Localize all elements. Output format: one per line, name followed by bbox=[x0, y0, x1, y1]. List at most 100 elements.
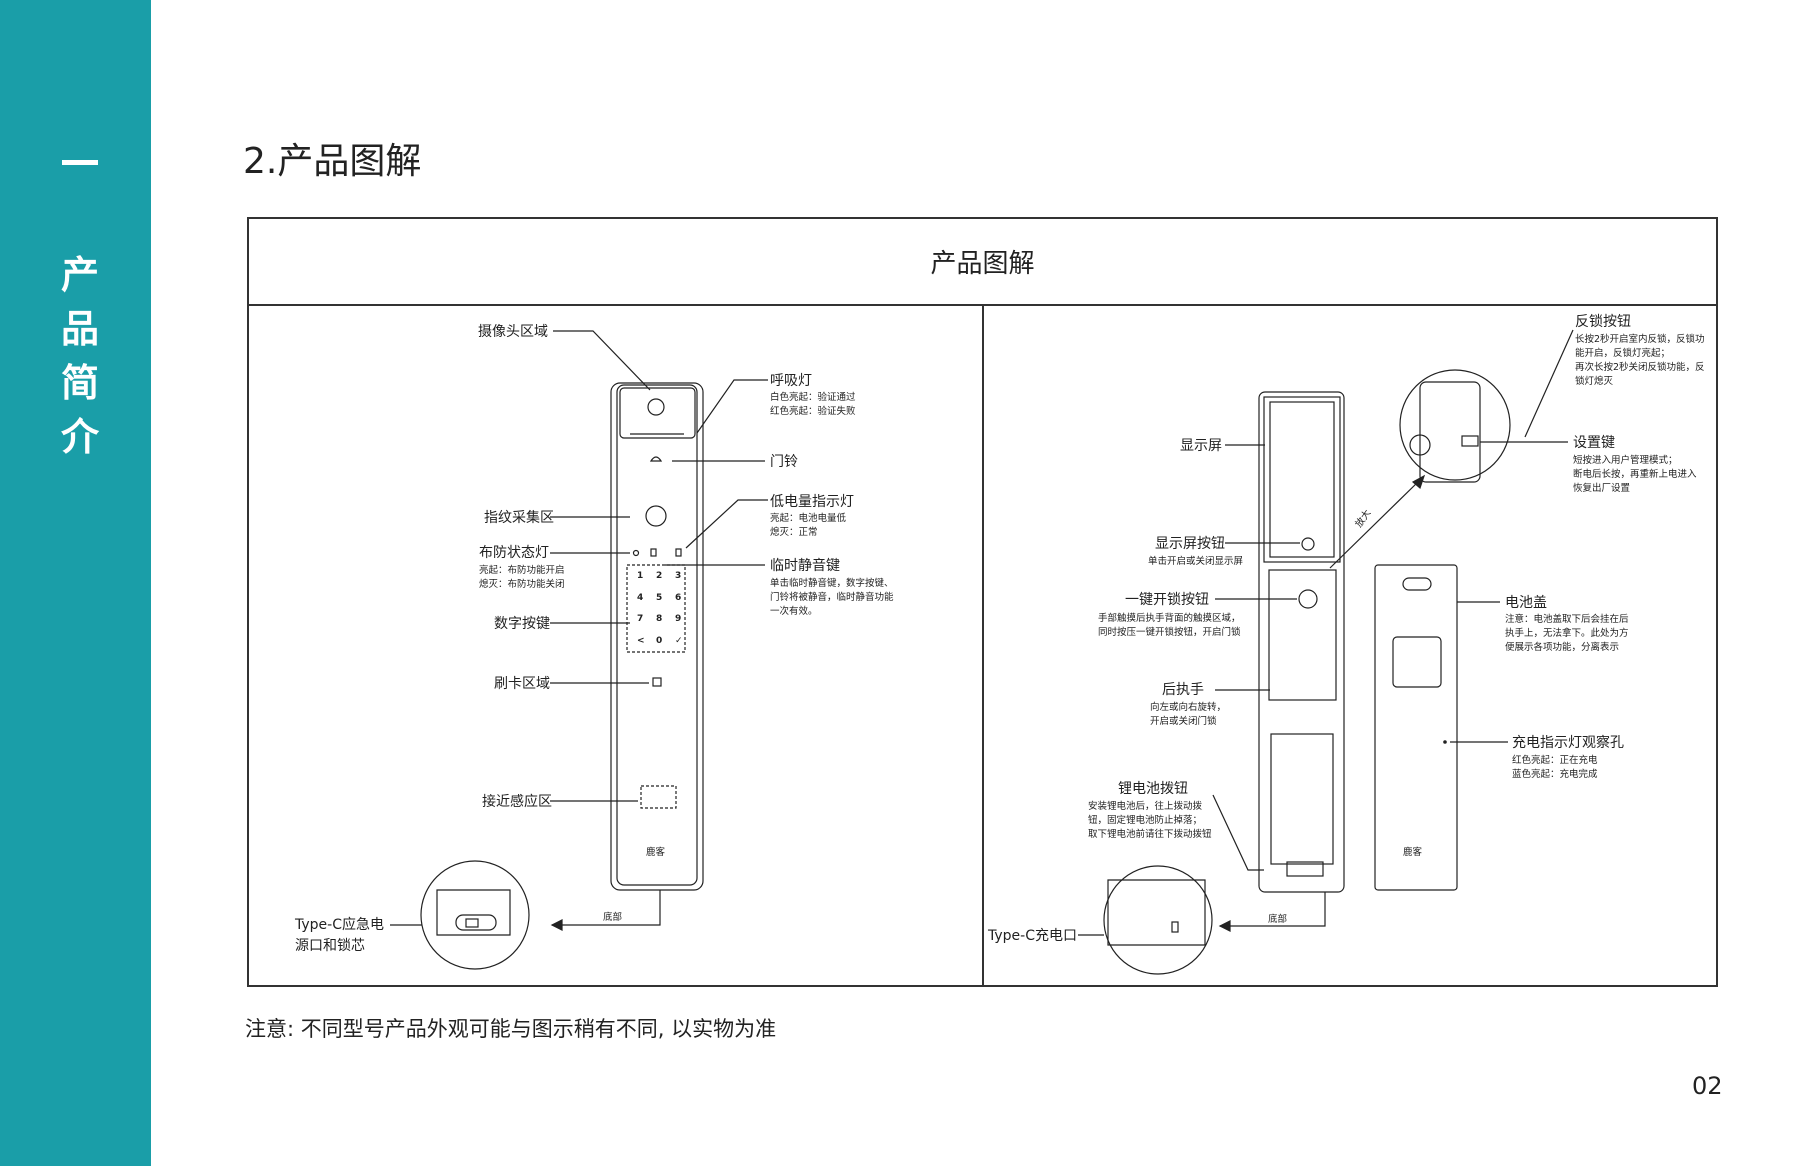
card-icon bbox=[652, 677, 662, 687]
label-anti-lock-desc: 锁灯熄灭 bbox=[1575, 375, 1614, 387]
label-settings: 设置键 bbox=[1573, 435, 1615, 451]
one-key-unlock-button bbox=[1298, 589, 1318, 609]
label-bottom-back: 底部 bbox=[1268, 913, 1287, 925]
label-zoom: 放大 bbox=[1353, 507, 1374, 530]
brand-logo-front: 鹿客 bbox=[646, 846, 666, 858]
label-handle: 后执手 bbox=[1162, 682, 1204, 698]
label-low-battery: 低电量指示灯 bbox=[770, 494, 854, 510]
key: 8 bbox=[656, 614, 662, 624]
label-settings-desc: 短按进入用户管理模式； bbox=[1573, 454, 1678, 466]
label-low-battery-desc: 熄灭：正常 bbox=[770, 526, 818, 538]
label-anti-lock: 反锁按钮 bbox=[1575, 314, 1631, 330]
key: 9 bbox=[675, 614, 681, 624]
label-one-key: 一键开锁按钮 bbox=[1125, 592, 1209, 608]
key: 2 bbox=[656, 571, 662, 581]
camera-icon bbox=[647, 398, 665, 416]
screen-button bbox=[1301, 537, 1315, 551]
footnote: 注意: 不同型号产品外观可能与图示稍有不同, 以实物为准 bbox=[245, 1017, 777, 1041]
back-lock-body bbox=[1258, 391, 1345, 893]
label-mute-desc: 门铃将被静音，临时静音功能 bbox=[770, 591, 894, 603]
front-zoom-detail bbox=[420, 860, 661, 970]
label-battery-toggle-desc: 取下锂电池前请往下拨动拨钮 bbox=[1088, 828, 1212, 840]
key: 4 bbox=[637, 593, 643, 603]
key: ✓ bbox=[675, 636, 683, 646]
label-arm-light-desc: 熄灭：布防功能关闭 bbox=[479, 578, 565, 590]
key: < bbox=[637, 636, 645, 646]
back-zoom-detail-top bbox=[1329, 369, 1511, 569]
keypad-keys: 1 2 3 4 5 6 7 8 9 < 0 ✓ bbox=[637, 571, 683, 646]
page-number: 02 bbox=[1692, 1072, 1723, 1100]
label-typec-back: Type-C充电口 bbox=[987, 928, 1077, 944]
label-cover: 电池盖 bbox=[1505, 595, 1547, 611]
label-fingerprint: 指纹采集区 bbox=[484, 509, 554, 526]
fingerprint-sensor bbox=[645, 505, 667, 527]
label-breath-light-desc: 白色亮起：验证通过 bbox=[770, 391, 856, 403]
label-charge-desc: 红色亮起：正在充电 bbox=[1512, 754, 1598, 766]
low-battery-icon bbox=[675, 548, 682, 557]
label-charge: 充电指示灯观察孔 bbox=[1512, 734, 1624, 751]
label-cover-desc: 注意：电池盖取下后会挂在后 bbox=[1505, 613, 1629, 625]
sidebar-dash bbox=[62, 160, 98, 165]
label-one-key-desc: 同时按压一键开锁按钮，开启门锁 bbox=[1098, 626, 1241, 638]
label-cover-desc: 便展示各项功能，分离表示 bbox=[1505, 641, 1619, 653]
label-screen: 显示屏 bbox=[1180, 438, 1222, 454]
mute-key-icon bbox=[650, 548, 657, 557]
bell-icon bbox=[649, 456, 663, 462]
key: 0 bbox=[656, 636, 662, 646]
label-mute-desc: 单击临时静音键，数字按键、 bbox=[770, 577, 894, 589]
label-anti-lock-desc: 长按2秒开启室内反锁，反锁功 bbox=[1575, 333, 1705, 345]
label-doorbell: 门铃 bbox=[770, 454, 798, 470]
label-settings-desc: 恢复出厂设置 bbox=[1573, 482, 1630, 494]
label-battery-toggle-desc: 安装锂电池后，往上拨动拨 bbox=[1088, 800, 1203, 812]
label-handle-desc: 开启或关闭门锁 bbox=[1150, 715, 1217, 727]
label-typec-front: 源口和锁芯 bbox=[295, 938, 365, 954]
label-anti-lock-desc: 再次长按2秒关闭反锁功能，反 bbox=[1575, 361, 1705, 373]
back-leader-lines bbox=[1078, 329, 1574, 936]
key: 1 bbox=[637, 571, 643, 581]
proximity-sensor bbox=[640, 785, 677, 809]
sidebar: 产 品 简 介 bbox=[0, 0, 151, 1166]
key: 7 bbox=[637, 614, 643, 624]
back-zoom-detail-bottom bbox=[1103, 865, 1326, 975]
label-mute: 临时静音键 bbox=[770, 557, 840, 574]
sidebar-char: 简 bbox=[60, 361, 99, 405]
label-camera: 摄像头区域 bbox=[478, 324, 548, 340]
label-mute-desc: 一次有效。 bbox=[770, 605, 818, 617]
front-lock-body bbox=[610, 382, 704, 891]
key: 5 bbox=[656, 593, 662, 603]
label-low-battery-desc: 亮起：电池电量低 bbox=[770, 512, 847, 524]
arm-light-icon bbox=[632, 549, 640, 557]
keypad-outline bbox=[626, 564, 686, 653]
label-one-key-desc: 手部触摸后执手背面的触摸区域， bbox=[1098, 612, 1241, 624]
label-screen-button: 显示屏按钮 bbox=[1155, 536, 1225, 552]
label-card: 刷卡区域 bbox=[494, 676, 550, 692]
label-handle-desc: 向左或向右旋转， bbox=[1150, 701, 1226, 713]
brand-logo-back: 鹿客 bbox=[1403, 846, 1423, 858]
label-breath-light: 呼吸灯 bbox=[770, 373, 812, 389]
label-arm-light: 布防状态灯 bbox=[479, 545, 549, 561]
label-breath-light-desc: 红色亮起：验证失败 bbox=[770, 405, 856, 417]
frame-title: 产品图解 bbox=[249, 219, 1716, 306]
sidebar-char: 介 bbox=[60, 415, 99, 459]
label-proximity: 接近感应区 bbox=[482, 793, 552, 810]
label-keypad: 数字按键 bbox=[494, 616, 550, 632]
label-screen-button-desc: 单击开启或关闭显示屏 bbox=[1148, 555, 1243, 567]
label-arm-light-desc: 亮起：布防功能开启 bbox=[479, 564, 565, 576]
sidebar-char: 品 bbox=[60, 307, 99, 351]
front-leader-lines bbox=[390, 330, 768, 926]
label-charge-desc: 蓝色亮起：充电完成 bbox=[1512, 768, 1598, 780]
section-title: 2.产品图解 bbox=[243, 141, 422, 182]
label-battery-toggle-desc: 钮，固定锂电池防止掉落； bbox=[1088, 814, 1202, 826]
frame-divider bbox=[982, 306, 984, 987]
label-bottom-front: 底部 bbox=[603, 911, 622, 923]
label-cover-desc: 执手上，无法拿下。此处为方 bbox=[1505, 627, 1629, 639]
label-settings-desc: 断电后长按，再重新上电进入 bbox=[1573, 468, 1697, 480]
label-typec-front: Type-C应急电 bbox=[294, 916, 384, 933]
sidebar-title: 产 品 简 介 bbox=[52, 248, 108, 464]
key: 6 bbox=[675, 593, 681, 603]
label-battery-toggle: 锂电池拨钮 bbox=[1118, 781, 1188, 797]
key: 3 bbox=[675, 571, 681, 581]
label-anti-lock-desc: 能开启，反锁灯亮起； bbox=[1575, 347, 1670, 359]
diagram-frame: 产品图解 bbox=[247, 217, 1718, 987]
